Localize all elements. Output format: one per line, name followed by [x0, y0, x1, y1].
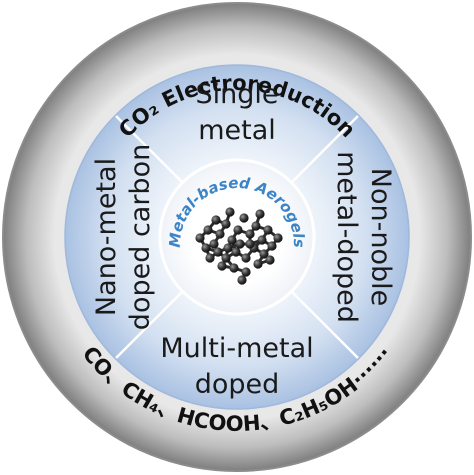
particle: [229, 263, 239, 273]
particle: [227, 235, 237, 245]
particle: [205, 253, 215, 263]
particle: [241, 267, 251, 277]
particle: [203, 225, 213, 235]
segment-top-line1: Single: [195, 79, 278, 110]
particle: [255, 209, 265, 219]
particle: [273, 233, 283, 243]
particle: [215, 229, 225, 239]
particle: [231, 247, 241, 257]
particle: [265, 255, 275, 265]
particle: [221, 253, 231, 263]
segment-left-line1: Nano-metal: [91, 158, 122, 316]
segment-right-line1: Non-noble: [365, 168, 396, 306]
particle: [259, 249, 269, 259]
particle: [263, 225, 273, 235]
particle: [251, 221, 261, 231]
nanoparticle-network-icon: [195, 207, 283, 285]
particle: [233, 225, 243, 235]
particle: [195, 233, 205, 243]
particle: [253, 259, 263, 269]
particle: [209, 239, 219, 249]
center-circle: [158, 158, 316, 316]
particle: [257, 235, 267, 245]
particle: [213, 247, 223, 257]
particle: [245, 239, 255, 249]
segment-bottom-line1: Multi-metal: [160, 333, 313, 364]
particle: [239, 213, 249, 223]
segment-dividers: [115, 115, 359, 359]
particle: [201, 243, 211, 253]
particle: [245, 229, 255, 239]
segment-top-line2: metal: [198, 115, 276, 146]
particle: [223, 243, 233, 253]
particle: [267, 241, 277, 251]
particle: [217, 261, 227, 271]
particle: [221, 219, 231, 229]
particle: [225, 207, 235, 217]
particle: [235, 239, 245, 249]
particle: [237, 275, 247, 285]
particle: [211, 215, 221, 225]
segment-left-line2: doped carbon: [125, 144, 156, 330]
segment-bottom-line2: doped: [195, 369, 280, 400]
segment-right-line2: metal-doped: [331, 151, 362, 323]
particle: [241, 253, 251, 263]
